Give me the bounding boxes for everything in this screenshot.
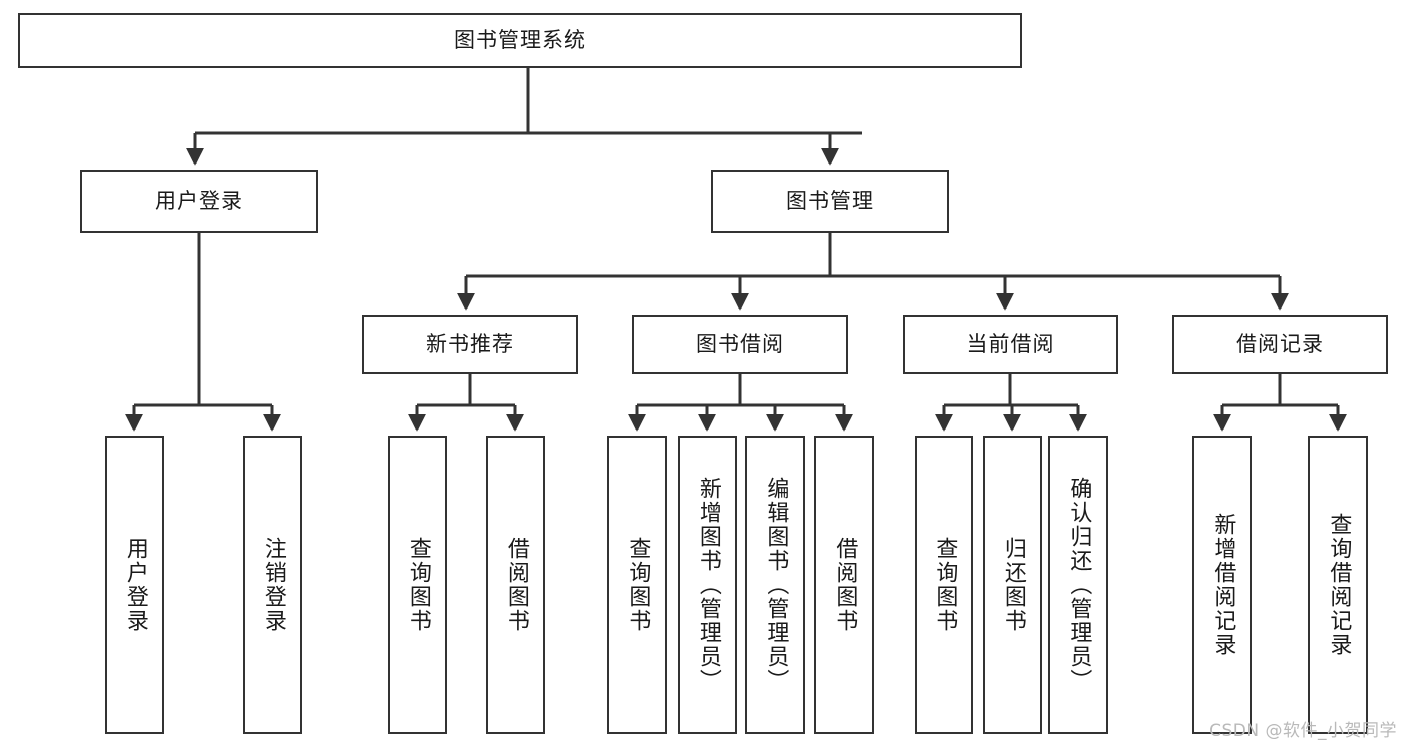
leaf-borrow-book-new-recommend[interactable]: 借阅图书	[486, 436, 545, 734]
node-new-book-recommend[interactable]: 新书推荐	[362, 315, 578, 374]
leaf-edit-book-admin[interactable]: 编辑图书（管理员）	[745, 436, 805, 734]
leaf-confirm-return-admin[interactable]: 确认归还（管理员）	[1048, 436, 1108, 734]
leaf-add-borrow-record[interactable]: 新增借阅记录	[1192, 436, 1252, 734]
leaf-logout[interactable]: 注销登录	[243, 436, 302, 734]
leaf-query-borrow-record[interactable]: 查询借阅记录	[1308, 436, 1368, 734]
leaf-add-book-admin[interactable]: 新增图书（管理员）	[678, 436, 737, 734]
leaf-query-book-current[interactable]: 查询图书	[915, 436, 973, 734]
node-root[interactable]: 图书管理系统	[18, 13, 1022, 68]
leaf-query-book-new-recommend[interactable]: 查询图书	[388, 436, 447, 734]
node-book-management[interactable]: 图书管理	[711, 170, 949, 233]
node-user-login[interactable]: 用户登录	[80, 170, 318, 233]
node-current-borrow[interactable]: 当前借阅	[903, 315, 1118, 374]
node-borrow-record[interactable]: 借阅记录	[1172, 315, 1388, 374]
leaf-user-login[interactable]: 用户登录	[105, 436, 164, 734]
node-book-borrow[interactable]: 图书借阅	[632, 315, 848, 374]
csdn-watermark: CSDN @软件_小贺同学	[1209, 721, 1397, 741]
leaf-query-book-borrow[interactable]: 查询图书	[607, 436, 667, 734]
leaf-borrow-book-borrow[interactable]: 借阅图书	[814, 436, 874, 734]
leaf-return-book[interactable]: 归还图书	[983, 436, 1042, 734]
